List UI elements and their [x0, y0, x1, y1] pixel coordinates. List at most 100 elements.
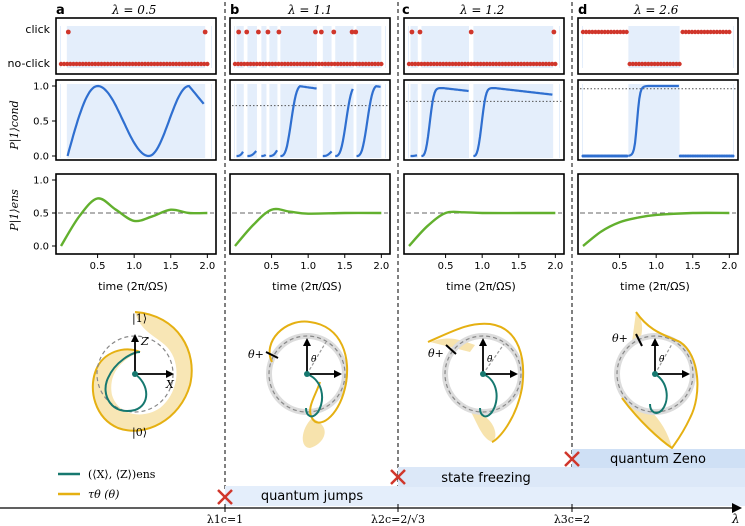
- outcome-dot: [61, 61, 67, 67]
- theta-label: θ+: [612, 332, 628, 345]
- outcome-dot: [376, 61, 381, 67]
- theta-bar-label: θ̄: [659, 355, 665, 365]
- panel-title-c: λ = 1.2: [459, 3, 504, 17]
- outcome-dot: [658, 61, 664, 67]
- outcome-dot: [263, 61, 269, 67]
- outcome-dot: [596, 29, 601, 35]
- gap-cond-b-5: [316, 82, 323, 158]
- outcome-dot: [186, 61, 191, 67]
- outcome-dot: [437, 61, 443, 67]
- outcome-dot: [99, 61, 104, 67]
- outcome-dot: [456, 61, 462, 67]
- ens-trajectory: [104, 351, 148, 413]
- outcome-dot: [341, 61, 347, 67]
- crit-label-2: λ2c=2/√3: [371, 513, 425, 526]
- outcome-dot: [587, 29, 592, 35]
- outcome-dot: [183, 61, 188, 67]
- outcome-dot: [235, 61, 241, 67]
- click-dot: [276, 29, 282, 35]
- outcome-dot: [550, 61, 555, 67]
- outcome-dot: [459, 61, 465, 67]
- lambda-axis-label: λ: [731, 512, 740, 526]
- outcome-dot: [518, 61, 524, 67]
- bloch-diagram-c: θ+ θ̄: [427, 322, 525, 443]
- outcome-dot: [102, 61, 107, 67]
- outcome-dot: [89, 61, 95, 67]
- outcome-dot: [500, 61, 505, 67]
- outcome-dot: [705, 29, 710, 35]
- outcome-dot: [136, 61, 142, 67]
- outcome-dot: [522, 61, 527, 67]
- outcome-dot: [71, 61, 76, 67]
- row-label-click: click: [25, 23, 50, 36]
- outcome-dot: [413, 61, 418, 67]
- ens-curve-d: [582, 211, 730, 247]
- outcome-dot: [649, 61, 654, 67]
- y-tick-label: 1.0: [33, 176, 49, 187]
- outcome-dot: [323, 61, 328, 67]
- outcome-dot: [708, 29, 713, 35]
- shade-click-c: [408, 26, 560, 68]
- outcome-dot: [149, 61, 154, 67]
- outcome-dot: [431, 61, 437, 67]
- ens-trajectory: [649, 373, 668, 414]
- outcome-dot: [251, 61, 256, 67]
- panel-title-b: λ = 1.1: [287, 3, 332, 17]
- outcome-dot: [497, 61, 502, 67]
- gap-click-b-1: [243, 20, 248, 72]
- panel-letter-c: c: [402, 3, 410, 18]
- outcome-dot: [646, 61, 651, 67]
- outcome-dot: [189, 61, 194, 67]
- outcome-dot: [462, 61, 468, 67]
- outcome-dot: [205, 61, 210, 67]
- outcome-dot: [487, 61, 493, 67]
- outcome-dot: [661, 61, 667, 67]
- gap-cond-b-2: [256, 82, 262, 158]
- x-arrowhead: [682, 370, 690, 378]
- outcome-dot: [618, 29, 623, 35]
- outcome-dot: [409, 61, 415, 67]
- gap-click-c-0: [409, 20, 411, 72]
- cond-curve-b-1: [247, 150, 258, 158]
- z-arrowhead: [479, 338, 487, 346]
- outcome-dot: [537, 61, 542, 67]
- outcome-dot: [174, 61, 179, 67]
- gap-click-b-7: [353, 20, 357, 72]
- cond-dot: [625, 154, 629, 158]
- outcome-dot: [428, 61, 433, 67]
- panel-letter-b: b: [230, 3, 239, 18]
- outcome-dot: [639, 61, 645, 67]
- x-tick-label: 0.5: [612, 261, 628, 272]
- legend: (⟨X⟩, ⟨Z⟩)ens τθ (θ): [58, 468, 156, 501]
- outcome-dot: [605, 29, 611, 35]
- outcome-dot: [232, 61, 238, 67]
- bloch-diagram-b: θ+ θ̄: [248, 320, 349, 448]
- outcome-dot: [447, 61, 452, 67]
- panel-letter-a: a: [56, 3, 65, 18]
- tau-shaded-tip: [632, 312, 643, 342]
- ket1-label: |1⟩: [132, 312, 147, 326]
- gap-click-b-5: [316, 20, 323, 72]
- outcome-dot: [590, 29, 595, 35]
- outcome-dot: [696, 29, 701, 35]
- outcome-dot: [667, 61, 673, 67]
- outcome-dot: [711, 29, 716, 35]
- gap-click-d-1: [679, 20, 733, 72]
- cond-curve-c-2: [473, 87, 553, 158]
- outcome-dot: [96, 61, 101, 67]
- outcome-dot: [583, 29, 589, 35]
- outcome-dot: [270, 61, 275, 67]
- click-dot: [468, 29, 474, 35]
- outcome-dot: [680, 29, 685, 35]
- outcome-dot: [310, 61, 316, 67]
- outcome-dot: [285, 61, 291, 67]
- outcome-dot: [481, 61, 486, 67]
- gap-click-c-2: [469, 20, 474, 72]
- outcome-dot: [260, 61, 266, 67]
- x-tick-label: 0.5: [264, 261, 280, 272]
- crit-label-3: λ3c=2: [554, 513, 590, 526]
- gap-cond-b-3: [266, 82, 270, 158]
- outcome-dot: [453, 61, 458, 67]
- outcome-dot: [503, 61, 508, 67]
